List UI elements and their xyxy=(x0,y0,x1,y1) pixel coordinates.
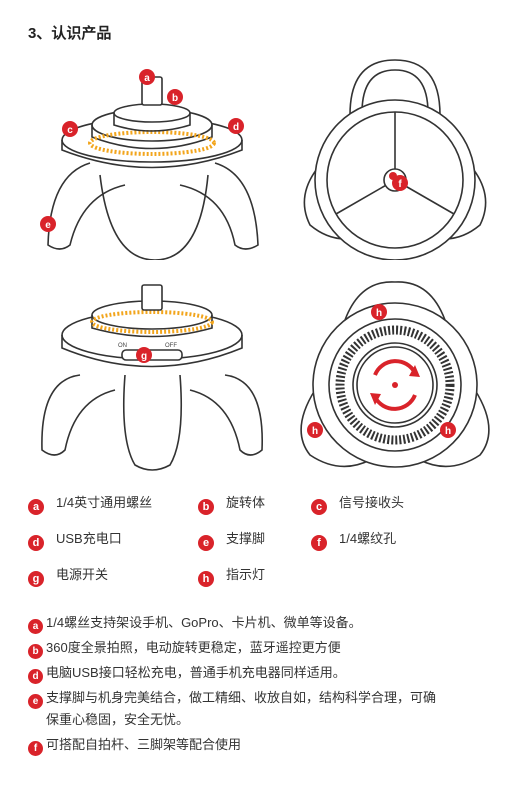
label-e-marker: e xyxy=(40,216,56,232)
legend-badge: d xyxy=(28,535,44,551)
label-g-marker: g xyxy=(136,347,152,363)
product-bottom-view-figure: f xyxy=(303,59,487,260)
svg-text:a: a xyxy=(144,73,150,84)
legend-item-a: a 1/4英寸通用螺丝 xyxy=(28,492,152,515)
note-text: 支撑脚与机身完美结合，做工精细、收放自如，结构科学合理，可确 xyxy=(46,690,437,705)
legend-label: 信号接收头 xyxy=(339,495,405,510)
legend-label: 旋转体 xyxy=(226,495,266,510)
product-side-view-figure: a b c d e xyxy=(40,69,259,260)
label-c-marker: c xyxy=(62,121,78,137)
legend-badge: c xyxy=(311,499,327,515)
legend-badge: b xyxy=(198,499,214,515)
svg-text:f: f xyxy=(398,179,402,190)
legend-label: 1/4英寸通用螺丝 xyxy=(56,495,153,510)
svg-text:b: b xyxy=(172,93,178,104)
switch-on-label: ON xyxy=(118,343,127,349)
legend-label: 1/4螺纹孔 xyxy=(339,531,397,546)
note-badge: f xyxy=(28,741,43,756)
note-text: 可搭配自拍杆、三脚架等配合使用 xyxy=(46,737,242,752)
legend-label: 指示灯 xyxy=(226,567,266,582)
legend-item-e: e 支撑脚 xyxy=(198,528,265,551)
legend-label: 支撑脚 xyxy=(226,531,266,546)
label-d-marker: d xyxy=(228,118,244,134)
label-h-marker: h xyxy=(307,422,323,438)
svg-text:e: e xyxy=(45,220,51,231)
legend-label: USB充电口 xyxy=(56,531,122,546)
label-h-marker: h xyxy=(371,304,387,320)
label-b-marker: b xyxy=(167,89,183,105)
note-badge: d xyxy=(28,669,43,684)
svg-text:c: c xyxy=(67,125,73,136)
note-text: 1/4螺丝支持架设手机、GoPro、卡片机、微单等设备。 xyxy=(46,615,362,630)
svg-text:g: g xyxy=(141,351,147,362)
label-h-marker: h xyxy=(440,422,456,438)
note-text-continued: 保重心稳固，安全无忧。 xyxy=(46,712,190,727)
note-text: 360度全景拍照，电动旋转更稳定，蓝牙遥控更方便 xyxy=(46,640,341,655)
legend-badge: h xyxy=(198,571,214,587)
legend-item-h: h 指示灯 xyxy=(198,564,265,587)
legend-item-d: d USB充电口 xyxy=(28,528,122,551)
legend-badge: g xyxy=(28,571,44,587)
legend-item-f: f 1/4螺纹孔 xyxy=(311,528,396,551)
legend-item-c: c 信号接收头 xyxy=(311,492,404,515)
note-badge: e xyxy=(28,694,43,709)
note-badge: b xyxy=(28,644,43,659)
product-top-view-figure: h h h xyxy=(300,281,490,468)
legend-label: 电源开关 xyxy=(56,567,109,582)
legend-badge: a xyxy=(28,499,44,515)
legend-item-b: b 旋转体 xyxy=(198,492,265,515)
legend-badge: f xyxy=(311,535,327,551)
product-switch-view-figure: ON OFF g xyxy=(41,284,263,471)
legend-badge: e xyxy=(198,535,214,551)
legend-item-g: g 电源开关 xyxy=(28,564,108,587)
section-title: 3、认识产品 xyxy=(28,25,112,42)
svg-text:h: h xyxy=(312,426,318,437)
label-f-marker: f xyxy=(392,175,408,191)
svg-text:d: d xyxy=(233,122,239,133)
note-badge: a xyxy=(28,619,43,634)
label-a-marker: a xyxy=(139,69,155,85)
note-text: 电脑USB接口轻松充电，普通手机充电器同样适用。 xyxy=(46,665,346,680)
switch-off-label: OFF xyxy=(165,343,177,349)
svg-text:h: h xyxy=(445,426,451,437)
svg-text:h: h xyxy=(376,308,382,319)
